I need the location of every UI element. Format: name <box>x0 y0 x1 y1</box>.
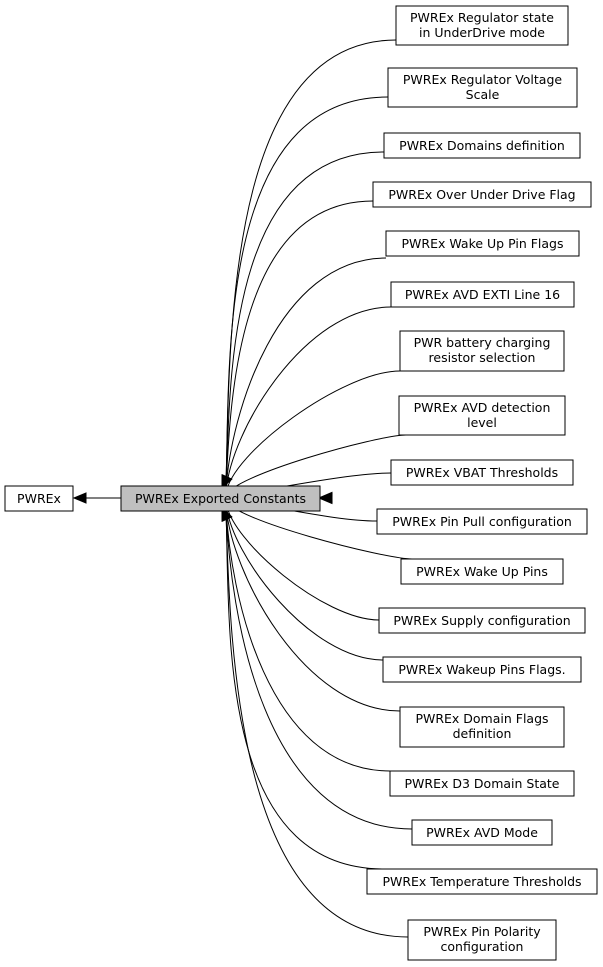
edge-domains-definition <box>225 151 385 488</box>
child-node-avd-exti-line-16[interactable]: PWREx AVD EXTI Line 16 <box>390 281 575 308</box>
child-node-box <box>372 181 592 208</box>
edge-over-under-drive-flag <box>225 200 374 490</box>
child-node-domains-definition[interactable]: PWREx Domains definition <box>383 132 581 159</box>
child-node-box <box>366 868 598 895</box>
diagram-edges <box>72 39 413 938</box>
child-node-box <box>382 656 582 683</box>
child-node-label: PWREx Wakeup Pins Flags. <box>398 662 565 677</box>
child-node-label: PWREx AVD Mode <box>426 825 538 840</box>
child-node-box <box>399 706 565 748</box>
edge-wake-up-pin-flags <box>225 257 387 491</box>
edge-temperature-thresholds <box>225 509 385 870</box>
child-node-label: level <box>467 415 497 430</box>
child-node-box <box>389 770 575 797</box>
child-node-wake-up-pin-flags[interactable]: PWREx Wake Up Pin Flags <box>385 230 580 257</box>
current-node: PWREx Exported Constants <box>120 485 321 512</box>
child-node-box <box>376 508 588 535</box>
child-node-label: definition <box>453 726 512 741</box>
current-node-box <box>120 485 321 512</box>
child-node-box <box>390 459 574 486</box>
child-node-pin-pull-configuration[interactable]: PWREx Pin Pull configuration <box>376 508 588 535</box>
child-node-label: PWREx AVD EXTI Line 16 <box>405 287 560 302</box>
child-node-box <box>385 230 580 257</box>
edge-wakeup-pins-flags <box>225 502 384 661</box>
child-node-box <box>387 67 578 108</box>
child-node-over-under-drive-flag[interactable]: PWREx Over Under Drive Flag <box>372 181 592 208</box>
child-node-label: PWREx VBAT Thresholds <box>406 465 558 480</box>
child-node-box <box>390 281 575 308</box>
child-node-label: configuration <box>441 939 524 954</box>
child-node-box <box>383 132 581 159</box>
edge-pin-polarity-configuration <box>225 511 409 938</box>
parent-node-label: PWREx <box>17 491 61 506</box>
edge-regulator-voltage-scale <box>225 96 389 486</box>
current-node-label: PWREx Exported Constants <box>135 491 306 506</box>
child-node-label: PWREx Pin Pull configuration <box>392 514 572 529</box>
arrowhead-pin-pull-configuration <box>318 492 333 505</box>
child-node-label: PWREx Domains definition <box>399 138 565 153</box>
child-node-label: PWREx Domain Flags <box>415 711 548 726</box>
child-node-temperature-thresholds[interactable]: PWREx Temperature Thresholds <box>366 868 598 895</box>
child-node-label: PWREx Regulator Voltage <box>403 72 563 87</box>
child-node-label: PWREx Regulator state <box>410 10 554 25</box>
child-node-label: PWREx D3 Domain State <box>405 776 560 791</box>
child-node-label: PWREx Temperature Thresholds <box>382 874 581 889</box>
child-node-box <box>400 558 564 585</box>
parent-node-box <box>4 485 74 512</box>
child-node-label: in UnderDrive mode <box>419 25 545 40</box>
child-node-label: Scale <box>466 87 500 102</box>
edge-supply-configuration <box>225 501 380 621</box>
edge-avd-mode <box>225 507 413 830</box>
child-node-box <box>407 919 557 961</box>
arrowhead-avd-detection-level <box>221 474 233 490</box>
edge-domain-flags-definition <box>225 504 401 712</box>
child-node-label: resistor selection <box>429 350 536 365</box>
child-node-label: PWREx AVD detection <box>414 400 551 415</box>
child-node-box <box>398 395 566 436</box>
child-node-box <box>399 330 565 372</box>
child-node-d3-domain-state[interactable]: PWREx D3 Domain State <box>389 770 575 797</box>
arrowhead-to-parent <box>72 492 87 504</box>
child-node-label: PWREx Supply configuration <box>393 613 570 628</box>
edge-battery-charging-resistor <box>225 370 401 495</box>
parent-node[interactable]: PWREx <box>4 485 74 512</box>
child-node-wakeup-pins-flags[interactable]: PWREx Wakeup Pins Flags. <box>382 656 582 683</box>
child-node-supply-configuration[interactable]: PWREx Supply configuration <box>378 607 586 634</box>
child-node-label: PWREx Wake Up Pin Flags <box>402 236 564 251</box>
child-node-box <box>395 5 569 46</box>
child-node-label: PWREx Wake Up Pins <box>416 564 548 579</box>
child-node-wake-up-pins[interactable]: PWREx Wake Up Pins <box>400 558 564 585</box>
child-node-avd-mode[interactable]: PWREx AVD Mode <box>411 819 553 846</box>
child-node-box <box>378 607 586 634</box>
child-node-box <box>411 819 553 846</box>
edge-d3-domain-state <box>225 506 391 772</box>
child-node-label: PWREx Over Under Drive Flag <box>388 187 575 202</box>
child-node-label: PWREx Pin Polarity <box>423 924 541 939</box>
edge-avd-exti-line-16 <box>225 306 392 493</box>
child-node-label: PWR battery charging <box>414 335 551 350</box>
child-node-vbat-thresholds[interactable]: PWREx VBAT Thresholds <box>390 459 574 486</box>
